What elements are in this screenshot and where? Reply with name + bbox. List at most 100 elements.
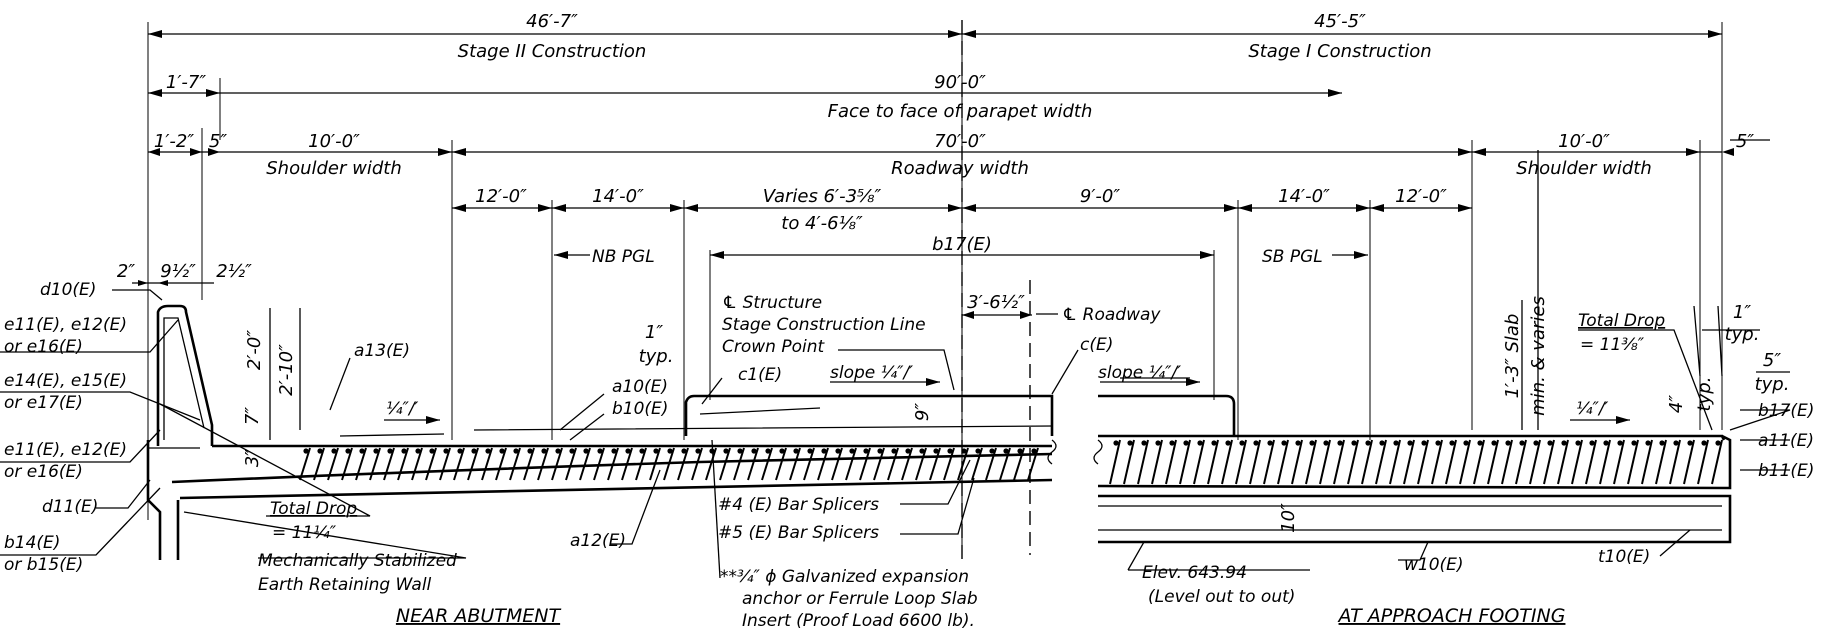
label-total-drop-left-val: = 11¼″ [272,523,337,543]
rebar-dot [1281,440,1287,446]
rebar-stirrup [1277,439,1289,485]
rebar-stirrup [1445,439,1457,485]
rebar-stirrup [943,447,955,481]
dim-face-width: 90′-0″ [934,72,986,93]
rebar-dot [639,448,645,454]
rebar-stirrup [1027,447,1039,481]
rebar-stirrup [607,447,619,481]
rebar-dot [933,448,939,454]
dim-b17-span: b17(E) [932,234,992,255]
label-mse-2: Earth Retaining Wall [258,575,432,595]
label-slope-far: ¼″/′ [1576,399,1609,419]
label-b14: b14(E) [4,533,60,553]
rebar-stirrup [789,447,801,481]
rebar-dot [653,448,659,454]
dim-four-in-typ: 4″ [1666,395,1687,413]
rebar-stirrup [1585,439,1597,485]
rebar-stirrup [635,447,647,481]
dim-slab-2: min. & varies [1528,296,1549,416]
rebar-dot [919,448,925,454]
rebar-dot [1239,440,1245,446]
dim-stage2-total: 46′-7″ [526,11,578,32]
dim-lane-c: 9′-0″ [1080,186,1120,207]
label-or-e17: or e17(E) [4,393,83,413]
rebar-stirrup [425,447,437,481]
rebar-dot [1393,440,1399,446]
rebar-dot [443,448,449,454]
rebar-stirrup [509,447,521,481]
rebar-stirrup [1403,439,1415,485]
rebar-stirrup [775,447,787,481]
rebar-dot [513,448,519,454]
rebar-stirrup [831,447,843,481]
rebar-dot [541,448,547,454]
rebar-stirrup [719,447,731,481]
rebar-stirrup [929,447,941,481]
rebar-dot [485,448,491,454]
rebar-dot [835,448,841,454]
title-near-abutment: NEAR ABUTMENT [396,605,562,627]
rebar-dot [1337,440,1343,446]
dim-parapet-7in: 7″ [242,407,263,425]
dim-parapet-3in: 3″ [242,449,263,467]
rebar-dot [1435,440,1441,446]
dim-stage1-total: 45′-5″ [1314,11,1366,32]
rebar-dot [1141,440,1147,446]
label-d10: d10(E) [40,280,96,300]
rebar-stirrup [537,447,549,481]
rebar-stirrup [593,447,605,481]
label-splicer-5: #5 (E) Bar Splicers [718,523,879,543]
dim-stage1-label: Stage I Construction [1248,41,1431,62]
rebar-stirrup [1375,439,1387,485]
rebar-dot [317,448,323,454]
rebar-dot [737,448,743,454]
rebar-stirrup [1459,439,1471,485]
rebar-dot [1491,440,1497,446]
label-e11-b: e11(E), e12(E) [4,440,127,460]
label-c1: c1(E) [738,365,782,385]
label-stage-line: Stage Construction Line [722,315,926,335]
rebar-dot [1323,440,1329,446]
rebar-dot [1477,440,1483,446]
rebar-dot [611,448,617,454]
rebar-dot [1645,440,1651,446]
rebar-dot [387,448,393,454]
rebar-dot [751,448,757,454]
label-mse-1: Mechanically Stabilized [258,551,457,571]
leader-lines [0,139,1791,579]
dim-typ-b: typ. [1725,324,1760,345]
rebar-dot [1127,440,1133,446]
rebar-dot [1715,440,1721,446]
rebar-stirrup [551,447,563,481]
rebar-dot [723,448,729,454]
rebar-dot [1113,440,1119,446]
label-a10: a10(E) [612,377,668,397]
rebar-dot [947,448,953,454]
rebar-stirrup [803,447,815,481]
rebar-stirrup [1249,439,1261,485]
rebar-stirrup [1291,439,1303,485]
rebar-dot [765,448,771,454]
rebar-dot [1631,440,1637,446]
rebar-stirrup [1179,439,1191,485]
rebar-dot [583,448,589,454]
rebar-stirrup [1599,439,1611,485]
label-or-b15: or b15(E) [4,555,83,575]
dim-parapet-2ft: 2′-0″ [244,330,265,370]
rebar-stirrup [1571,439,1583,485]
label-cl-roadway: ℄ Roadway [1062,305,1161,325]
rebar-dot [1183,440,1189,446]
rebar-dot [905,448,911,454]
rebar-stirrup [887,447,899,481]
dim-shoulder-left: 10′-0″ [308,131,360,152]
label-total-drop-right-val: = 11⅜″ [1580,335,1645,355]
rebar-dot [303,448,309,454]
rebar-dot [793,448,799,454]
dim-stage2-label: Stage II Construction [458,41,647,62]
rebar-dot [877,448,883,454]
rebar-stirrup [1501,439,1513,485]
rebar-dot [821,448,827,454]
rebar-dot [457,448,463,454]
label-slope-mid: slope ¼″/′ [830,363,913,383]
